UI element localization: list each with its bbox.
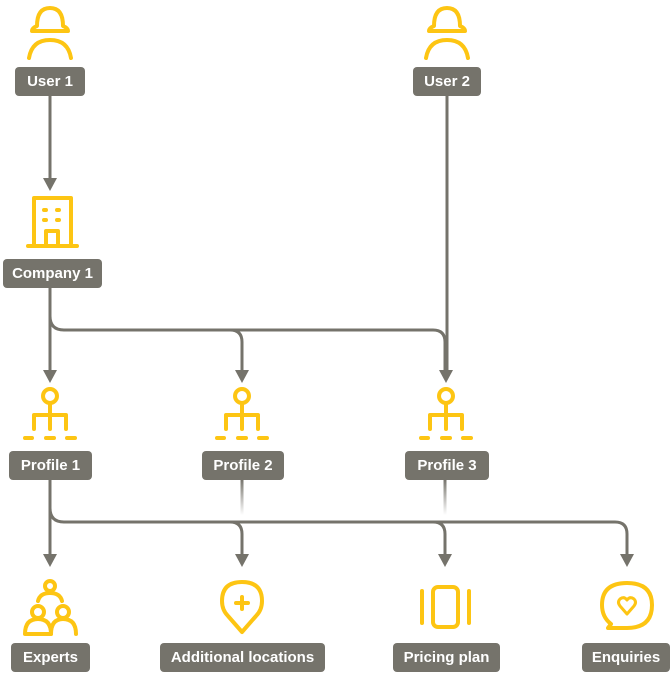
- chat-heart-icon: [600, 581, 654, 630]
- org-chart-icon: [215, 387, 269, 440]
- team-icon: [23, 579, 78, 636]
- location-plus-icon: [220, 580, 264, 634]
- connector-profile3-stub: [443, 479, 447, 515]
- node-additional-locations: Additional locations: [160, 643, 325, 672]
- org-chart-icon: [23, 387, 77, 440]
- connector-profile2-stub: [240, 479, 244, 515]
- node-pricing-plan: Pricing plan: [393, 643, 500, 672]
- user-icon: [27, 6, 73, 60]
- building-icon: [26, 196, 79, 248]
- arrowhead-enquiries: [620, 554, 634, 567]
- node-user-2: User 2: [413, 67, 481, 96]
- arrowheads: [43, 178, 634, 567]
- arrowhead-additional-locations: [235, 554, 249, 567]
- node-profile-3: Profile 3: [405, 451, 489, 480]
- node-experts: Experts: [11, 643, 90, 672]
- arrowhead-experts: [43, 554, 57, 567]
- arrowhead-profile3: [439, 370, 453, 383]
- node-profile-1: Profile 1: [9, 451, 92, 480]
- arrowhead-company1: [43, 178, 57, 191]
- connector-company1-profiles: [48, 288, 447, 372]
- org-chart-icon: [419, 387, 473, 440]
- connectors: [48, 96, 629, 556]
- pricing-plan-icon: [420, 585, 471, 629]
- node-company-1: Company 1: [3, 259, 102, 288]
- arrowhead-profile1: [43, 370, 57, 383]
- connector-profile1-features: [48, 479, 629, 556]
- node-profile-2: Profile 2: [202, 451, 284, 480]
- node-user-1: User 1: [15, 67, 85, 96]
- arrowhead-pricing-plan: [438, 554, 452, 567]
- arrowhead-profile2: [235, 370, 249, 383]
- user-icon: [424, 6, 470, 60]
- node-enquiries: Enquiries: [582, 643, 670, 672]
